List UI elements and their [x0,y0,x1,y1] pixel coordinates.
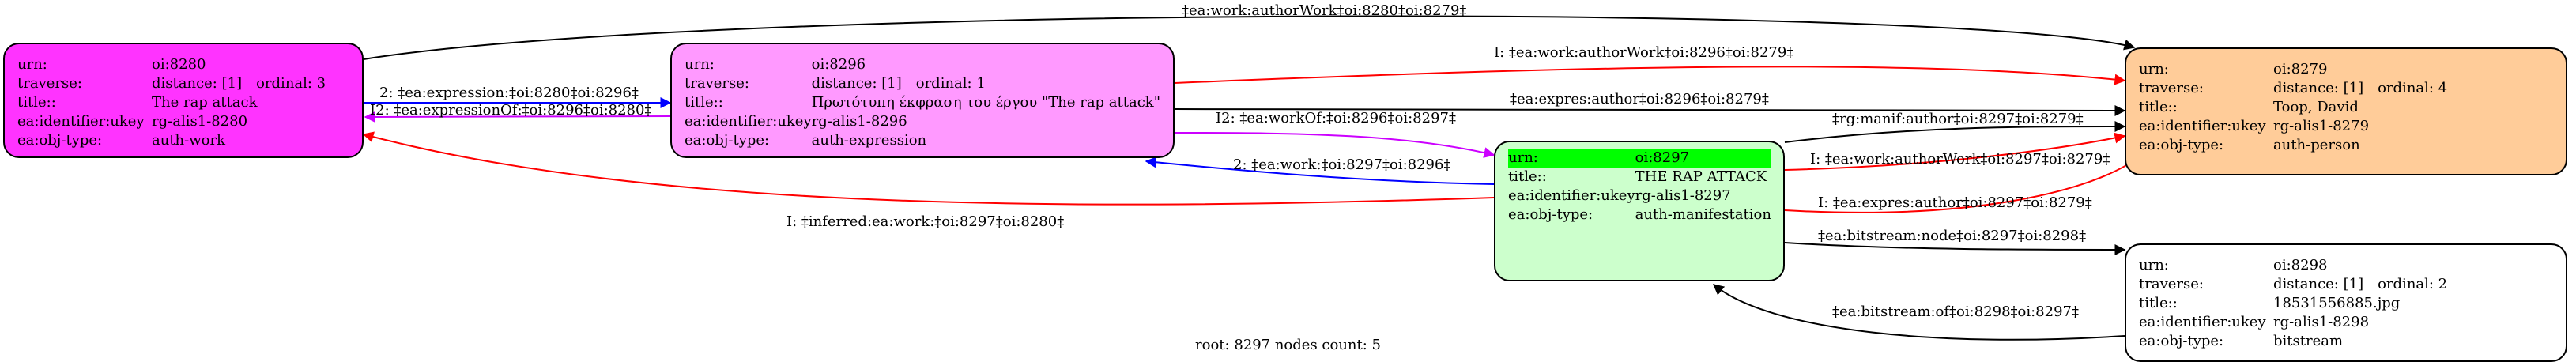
edge-e10 [362,131,1495,206]
title-value: Πρωτότυπη έκφραση του έργου "The rap att… [811,94,1160,111]
ukey-value: rg-alis1-8298 [2273,314,2370,330]
urn-value: oi:8280 [152,56,206,73]
edge-e3 [364,111,671,123]
traverse-value: distance: [1] ordinal: 4 [2273,79,2447,98]
title-label: title:: [2139,295,2178,311]
node-oi-8280[interactable]: urn: oi:8280 traverse: distance: [1] ordina… [3,43,364,158]
ordinal: ordinal: 4 [2378,80,2448,96]
edge-e11 [1784,157,2139,213]
edge-e4-label: I: ‡ea:work:authorWork‡oi:8296‡oi:8279‡ [1494,44,1793,61]
ukey-value: rg-alis1-8280 [152,113,248,130]
traverse-label: traverse: [685,75,749,92]
edge-e6 [1174,132,1495,158]
urn-label: urn: [1508,149,1635,168]
edge-e11-label: I: ‡ea:expres:author‡oi:8297‡oi:8279‡ [1818,194,2092,211]
title-label: title:: [685,94,723,111]
edge-e1 [363,15,2136,60]
distance: distance: [1] [2273,276,2364,292]
node-oi-8296[interactable]: urn: oi:8296 traverse: distance: [1] ordina… [670,43,1175,158]
ukey-value: rg-alis1-8296 [811,113,907,130]
node-oi-8279-fields: urn: oi:8279 traverse: distance: [1] ordina… [2139,60,2447,155]
edge-e12 [1784,242,2126,255]
node-oi-8297[interactable]: urn:oi:8297 title::THE RAP ATTACK ea:ide… [1494,141,1785,281]
edge-e8 [1145,156,1495,185]
ordinal: ordinal: 2 [2378,276,2448,292]
ukey-label: ea:identifier:ukey [2139,118,2266,134]
edge-e13 [1712,284,2125,341]
edge-e5 [1174,104,2126,116]
urn-label: urn: [17,56,47,73]
ukey-value: rg-alis1-8297 [1635,187,1731,204]
edge-e13-label: ‡ea:bitstream:of‡oi:8298‡oi:8297‡ [1832,304,2079,320]
traverse-value: distance: [1] ordinal: 3 [152,74,326,93]
objtype-label: ea:obj-type: [2139,137,2224,153]
edge-e3-label: I2: ‡ea:expressionOf:‡oi:8296‡oi:8280‡ [370,102,651,119]
edge-e9-label: I: ‡ea:work:authorWork‡oi:8297‡oi:8279‡ [1810,151,2110,168]
objtype-value: auth-expression [811,132,927,149]
objtype-label: ea:obj-type: [17,132,103,149]
urn-value: oi:8297 [1635,149,1771,168]
node-oi-8280-fields: urn: oi:8280 traverse: distance: [1] ordina… [17,55,326,150]
traverse-value: distance: [1] ordinal: 1 [812,74,1160,93]
title-value: The rap attack [152,94,258,111]
traverse-value: distance: [1] ordinal: 2 [2273,275,2447,294]
title-label: title:: [2139,99,2178,115]
distance: distance: [1] [2273,80,2364,96]
objtype-value: auth-work [152,132,225,149]
ordinal: ordinal: 3 [256,75,326,92]
node-oi-8297-fields: urn:oi:8297 title::THE RAP ATTACK ea:ide… [1508,149,1771,224]
ukey-label: ea:identifier:ukey [2139,314,2266,330]
ordinal: ordinal: 1 [915,75,986,92]
distance: distance: [1] [811,75,902,92]
edge-e5-label: ‡ea:expres:author‡oi:8296‡oi:8279‡ [1510,91,1769,107]
ukey-value: rg-alis1-8279 [2273,118,2370,134]
objtype-label: ea:obj-type: [1508,206,1593,223]
urn-label: urn: [2139,61,2169,77]
title-label: title:: [17,94,56,111]
title-value: 18531556885.jpg [2273,295,2401,311]
edge-e7-label: ‡rg:manif:author‡oi:8297‡oi:8279‡ [1832,111,2084,127]
objtype-value: auth-manifestation [1635,206,1771,223]
edge-e12-label: ‡ea:bitstream:node‡oi:8297‡oi:8298‡ [1818,228,2086,244]
node-oi-8296-fields: urn: oi:8296 traverse: distance: [1] ordina… [685,55,1160,150]
edge-e6-label: I2: ‡ea:workOf:‡oi:8296‡oi:8297‡ [1216,110,1456,126]
traverse-label: traverse: [2139,80,2204,96]
title-value: Toop, David [2273,99,2359,115]
edge-e4 [1174,66,2126,85]
edge-e10-label: I: ‡inferred:ea:work:‡oi:8297‡oi:8280‡ [786,213,1064,230]
ukey-label: ea:identifier:ukey [685,113,812,130]
title-value: THE RAP ATTACK [1635,168,1767,185]
graph-caption: root: 8297 nodes count: 5 [1195,337,1381,353]
urn-value: oi:8296 [811,56,866,73]
ukey-label: ea:identifier:ukey [17,113,145,130]
ukey-label: ea:identifier:ukey [1508,187,1635,204]
distance: distance: [1] [152,75,243,92]
node-oi-8298-fields: urn: oi:8298 traverse: distance: [1] ordina… [2139,256,2447,351]
title-label: title:: [1508,168,1547,185]
objtype-value: bitstream [2273,333,2344,349]
urn-value: oi:8298 [2273,257,2328,273]
urn-label: urn: [2139,257,2169,273]
edge-e8-label: 2: ‡ea:work:‡oi:8297‡oi:8296‡ [1233,156,1450,173]
node-oi-8298[interactable]: urn: oi:8298 traverse: distance: [1] ordina… [2125,243,2567,362]
edge-e7 [1784,121,2126,143]
objtype-value: auth-person [2273,137,2360,153]
edge-e2-label: 2: ‡ea:expression:‡oi:8280‡oi:8296‡ [379,85,639,101]
objtype-label: ea:obj-type: [685,132,770,149]
urn-value: oi:8279 [2273,61,2328,77]
traverse-label: traverse: [17,75,82,92]
objtype-label: ea:obj-type: [2139,333,2224,349]
edge-e1-label: ‡ea:work:authorWork‡oi:8280‡oi:8279‡ [1182,2,1466,19]
traverse-label: traverse: [2139,276,2204,292]
node-oi-8279[interactable]: urn: oi:8279 traverse: distance: [1] ordina… [2125,47,2567,175]
edge-e9 [1784,132,2126,171]
urn-label: urn: [685,56,715,73]
